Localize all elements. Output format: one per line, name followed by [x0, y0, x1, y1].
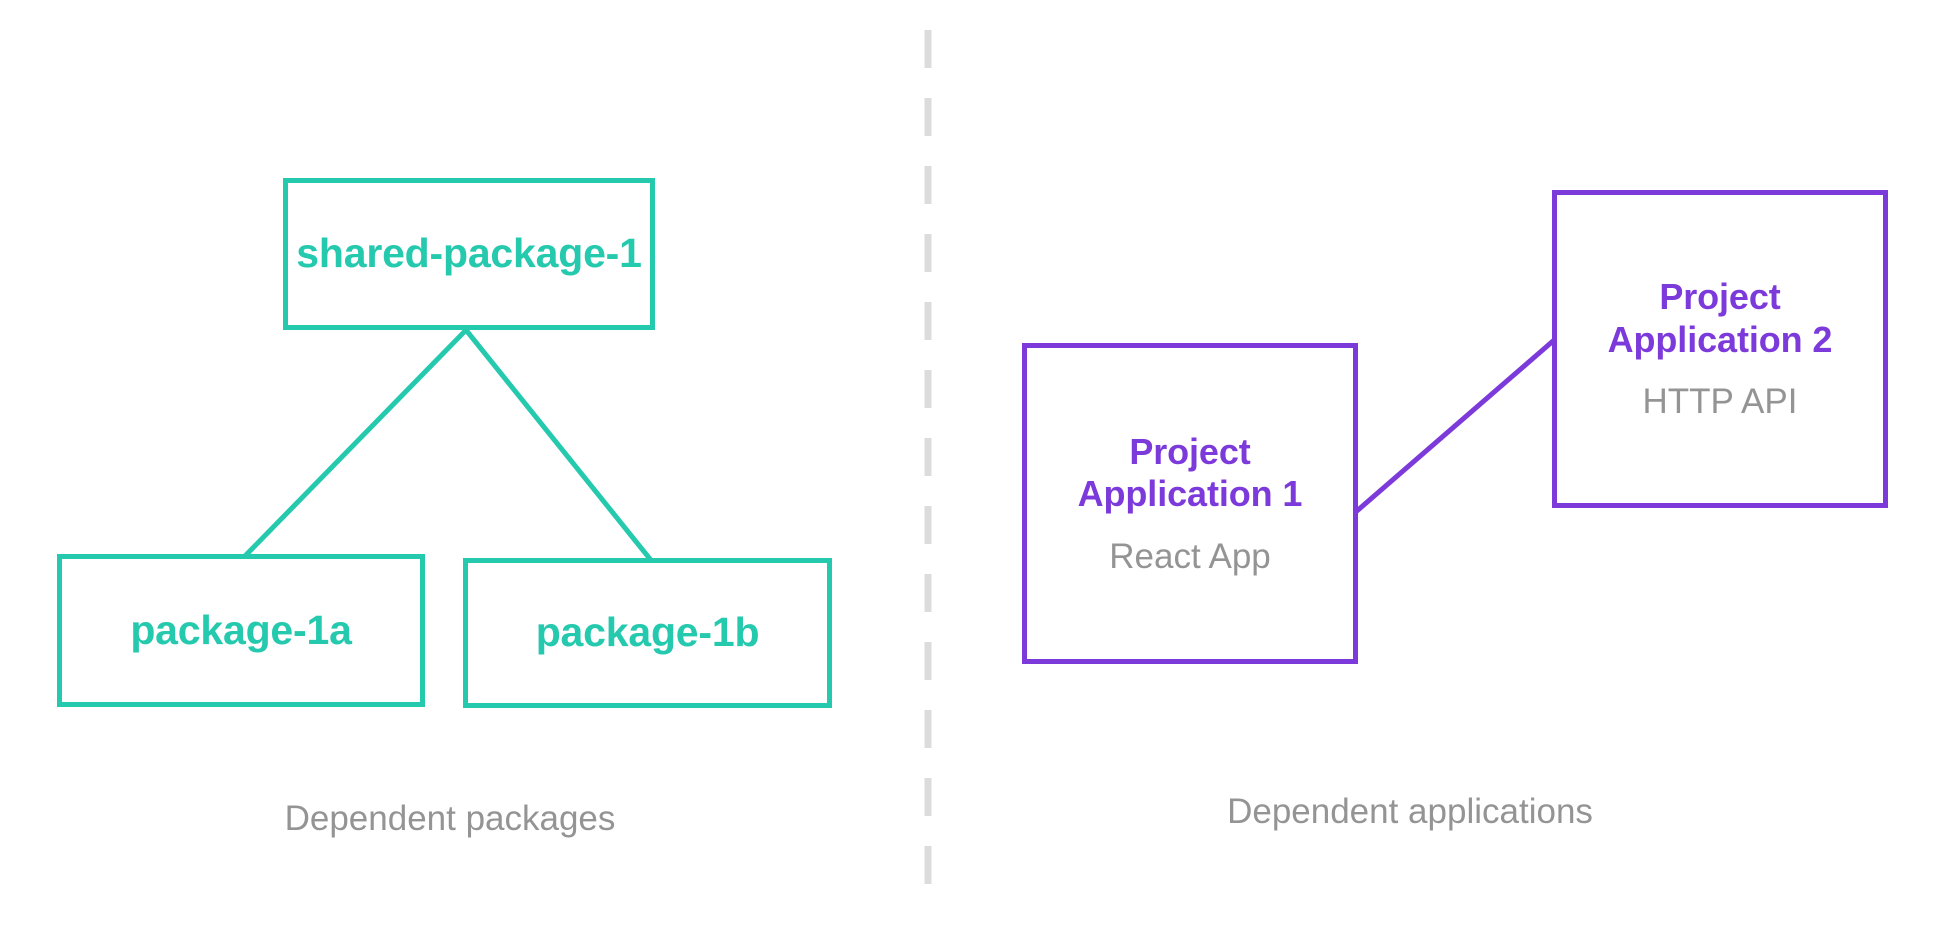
- caption-dependent-packages: Dependent packages: [284, 799, 616, 838]
- node-shared-package-1[interactable]: shared-package-1: [283, 178, 655, 330]
- node-project-application-2-sublabel: HTTP API: [1642, 382, 1798, 422]
- caption-dependent-applications: Dependent applications: [1227, 792, 1593, 831]
- edge-shared-package-1-to-package-1b: [462, 326, 654, 563]
- node-shared-package-1-label: shared-package-1: [296, 230, 642, 277]
- node-project-application-2[interactable]: Project Application 2 HTTP API: [1552, 190, 1888, 508]
- node-package-1a-label: package-1a: [130, 606, 352, 653]
- node-project-application-1-label-line1: Project: [1129, 430, 1251, 472]
- node-project-application-1-label-line2: Application 1: [1077, 473, 1303, 515]
- edge-shared-package-1-to-package-1a: [241, 326, 470, 560]
- node-project-application-1-sublabel: React App: [1109, 536, 1271, 576]
- node-project-application-1[interactable]: Project Application 1 React App: [1022, 343, 1358, 664]
- node-project-application-2-label-line1: Project: [1659, 276, 1781, 318]
- node-project-application-2-label: Project Application 2: [1608, 276, 1833, 361]
- node-project-application-2-label-line2: Application 2: [1607, 318, 1833, 360]
- node-package-1b[interactable]: package-1b: [463, 558, 832, 708]
- node-package-1b-label: package-1b: [535, 609, 760, 656]
- node-project-application-1-label: Project Application 1: [1078, 431, 1303, 516]
- node-package-1a[interactable]: package-1a: [57, 554, 425, 707]
- edge-project-application-1-to-project-application-2: [1354, 337, 1557, 514]
